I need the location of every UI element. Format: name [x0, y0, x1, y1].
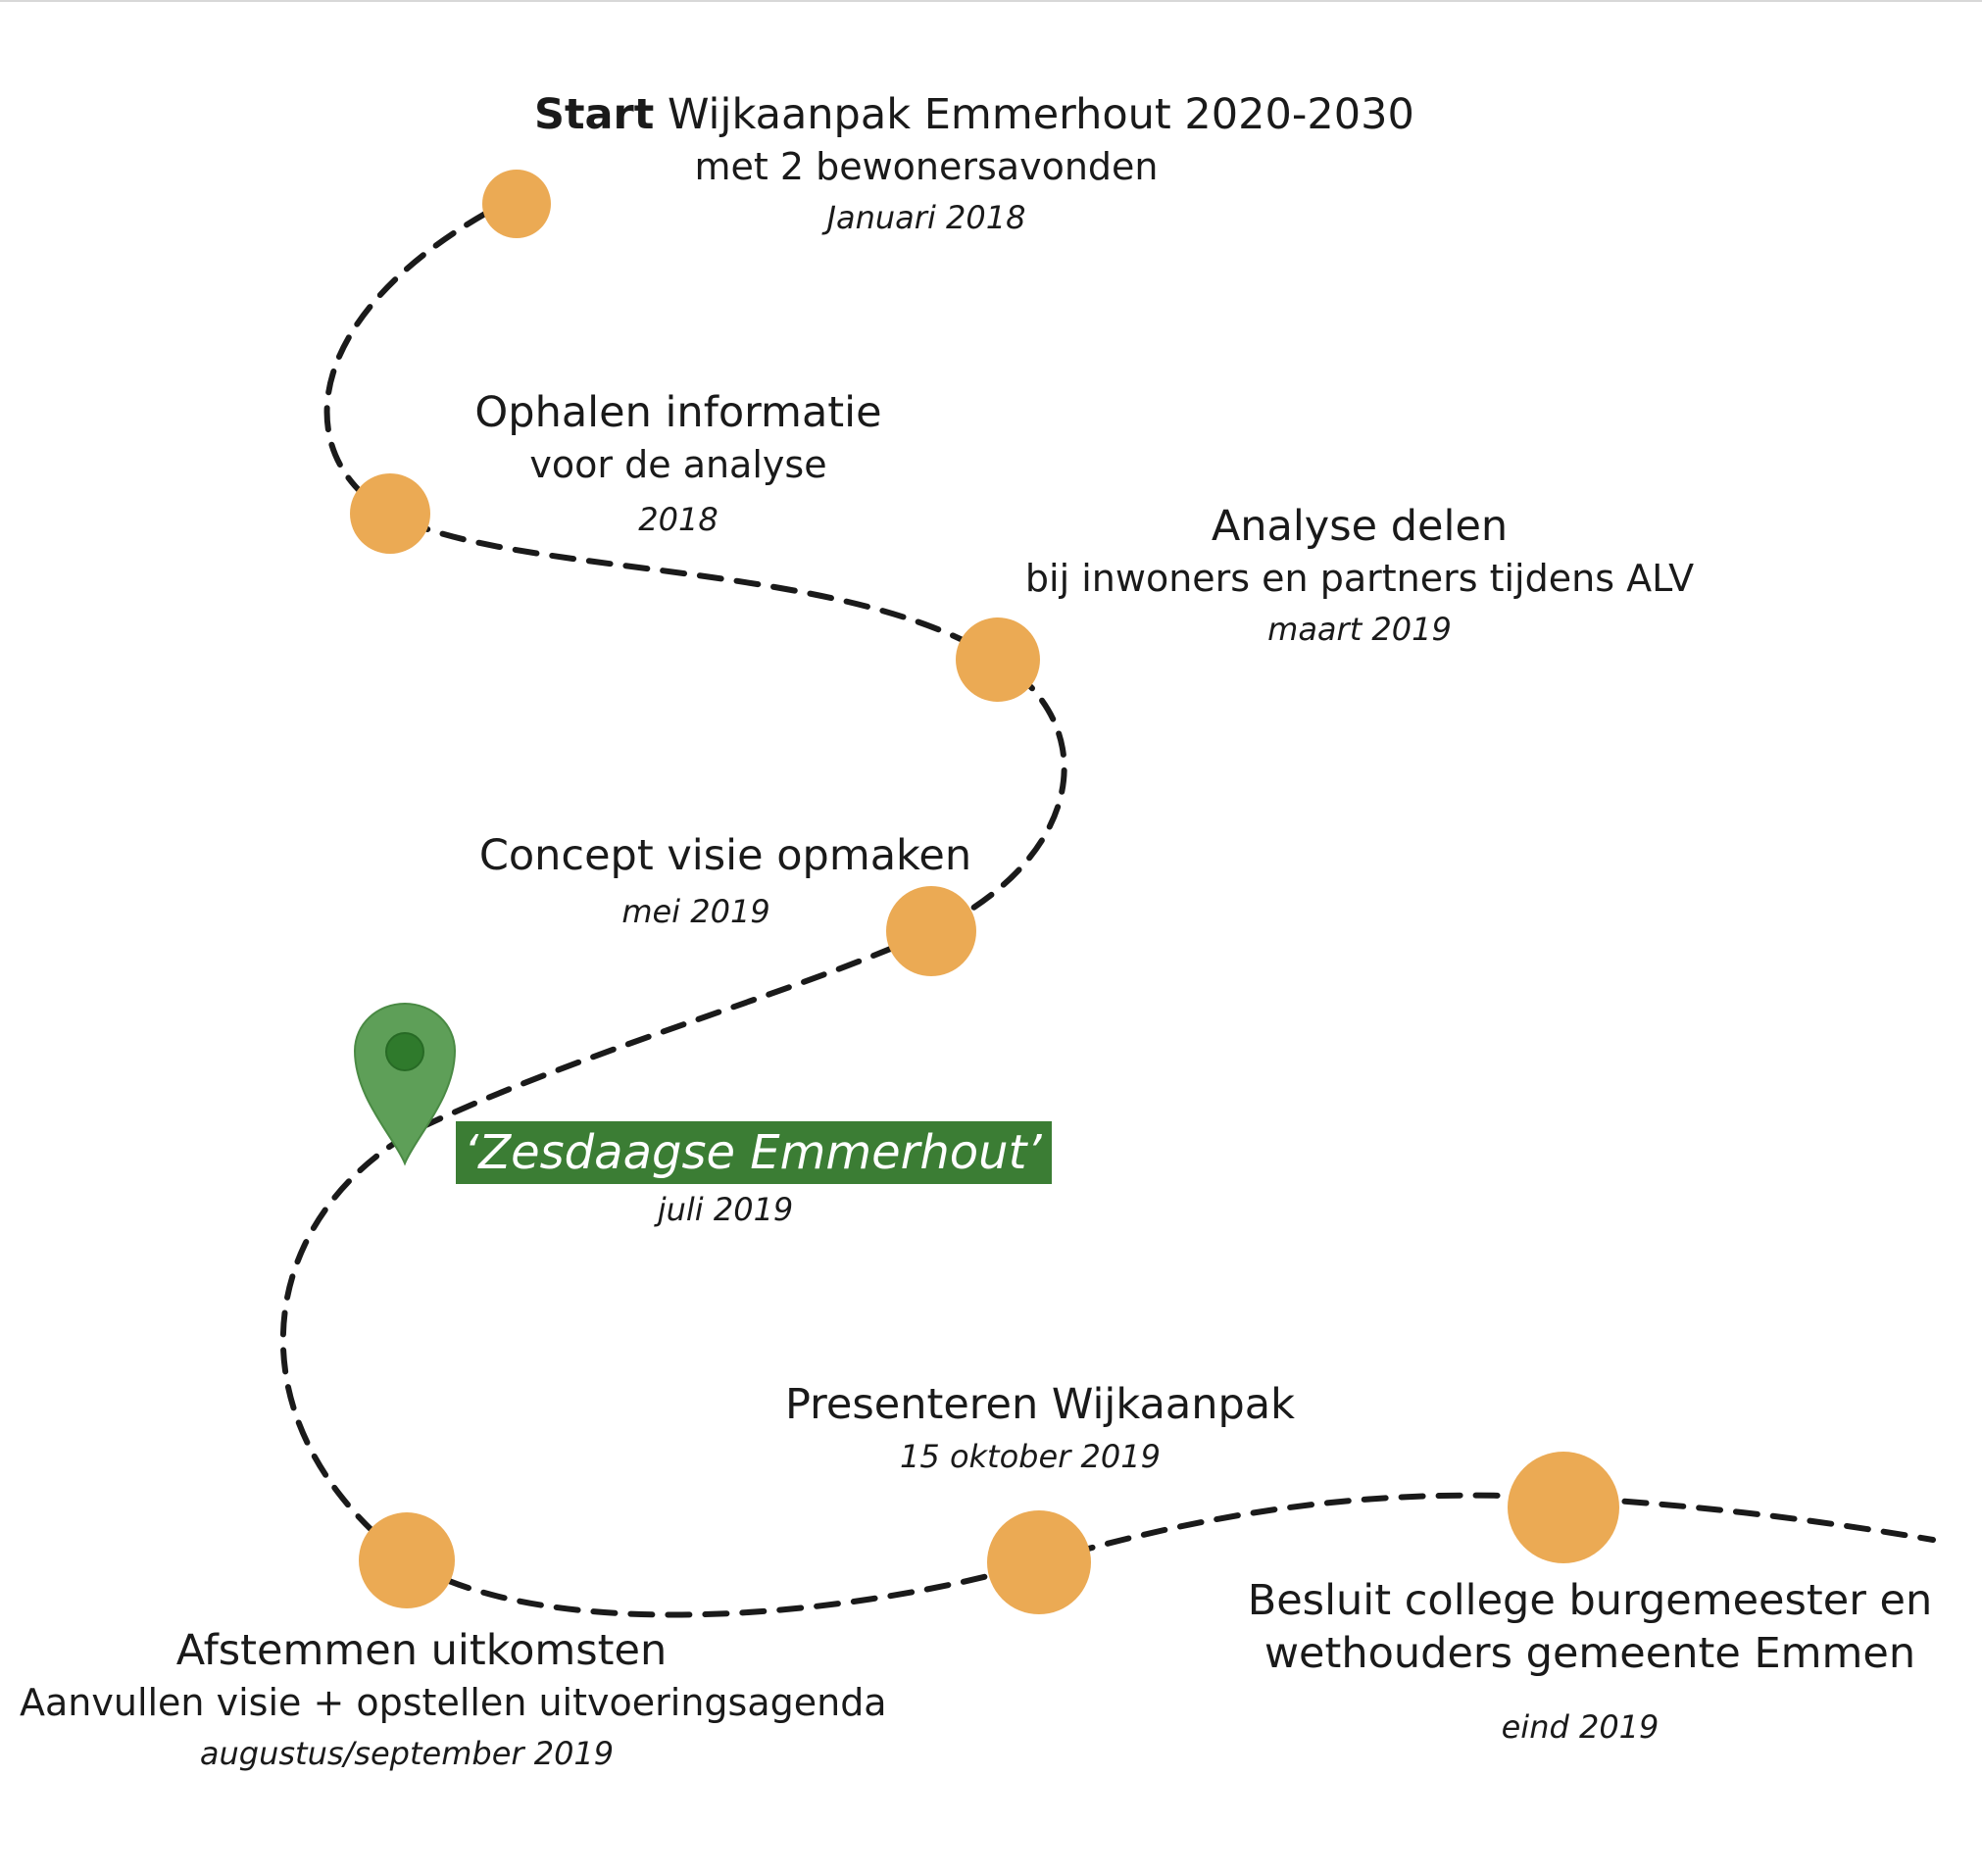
milestone-title: Concept visie opmaken — [478, 831, 972, 880]
milestone-presenteren: Presenteren Wijkaanpak 15 oktober 2019 — [746, 1378, 1334, 1482]
milestone-ophalen: Ophalen informatie voor de analyse 2018 — [384, 386, 972, 545]
top-divider — [0, 0, 1982, 2]
milestone-title-line1: Besluit college burgemeester en — [1247, 1576, 1933, 1625]
milestone-subtitle: voor de analyse — [529, 443, 827, 486]
milestone-title: Analyse delen — [1211, 502, 1509, 551]
milestone-date: eind 2019 — [1501, 1708, 1660, 1746]
milestone-subtitle: bij inwoners en partners tijdens ALV — [1024, 557, 1695, 600]
milestone-date: Januari 2018 — [826, 199, 1026, 236]
milestone-highlight: ‘Zesdaagse Emmerhout’ — [456, 1121, 1052, 1184]
milestone-dot-concept — [886, 886, 976, 976]
milestone-start: Start Wijkaanpak Emmerhout 2020-2030 met… — [534, 88, 1414, 243]
milestone-title-line2: wethouders gemeente Emmen — [1264, 1629, 1916, 1678]
milestone-title: Ophalen informatie — [474, 388, 882, 437]
milestone-dot-besluit — [1508, 1452, 1619, 1563]
milestone-dot-start — [482, 170, 551, 238]
milestone-title: Presenteren Wijkaanpak — [784, 1380, 1295, 1429]
milestone-date: 15 oktober 2019 — [900, 1438, 1161, 1475]
milestone-title-rest: Wijkaanpak Emmerhout 2020-2030 — [654, 90, 1414, 139]
milestone-dot-ophalen — [350, 473, 430, 554]
milestone-date: augustus/september 2019 — [199, 1735, 615, 1772]
milestone-date: 2018 — [638, 501, 718, 538]
milestone-title: Start Wijkaanpak Emmerhout 2020-2030 — [534, 88, 1414, 141]
milestone-subtitle: met 2 bewonersavonden — [694, 145, 1159, 188]
milestone-title: Afstemmen uitkomsten — [175, 1626, 668, 1675]
milestone-afstemmen: Afstemmen uitkomsten Aanvullen visie + o… — [20, 1624, 887, 1779]
milestone-dot-afstemmen — [359, 1512, 455, 1608]
milestone-dot-presenteren — [987, 1510, 1091, 1614]
milestone-analyse: Analyse delen bij inwoners en partners t… — [1016, 500, 1703, 655]
milestone-besluit: Besluit college burgemeester en wethoude… — [1217, 1574, 1962, 1753]
milestone-date: mei 2019 — [621, 893, 770, 930]
milestone-concept: Concept visie opmaken mei 2019 — [431, 829, 1019, 937]
milestone-subtitle: Aanvullen visie + opstellen uitvoeringsa… — [20, 1681, 887, 1724]
highlight-label: ‘Zesdaagse Emmerhout’ — [456, 1121, 1052, 1184]
map-pin-icon — [353, 1002, 457, 1166]
milestone-title-bold: Start — [534, 90, 655, 139]
milestone-date: maart 2019 — [1267, 611, 1452, 648]
milestone-date: juli 2019 — [657, 1191, 794, 1228]
milestone-dot-analyse — [956, 617, 1040, 702]
milestone-zesdaagse: ‘Zesdaagse Emmerhout’ juli 2019 — [456, 1121, 1052, 1235]
